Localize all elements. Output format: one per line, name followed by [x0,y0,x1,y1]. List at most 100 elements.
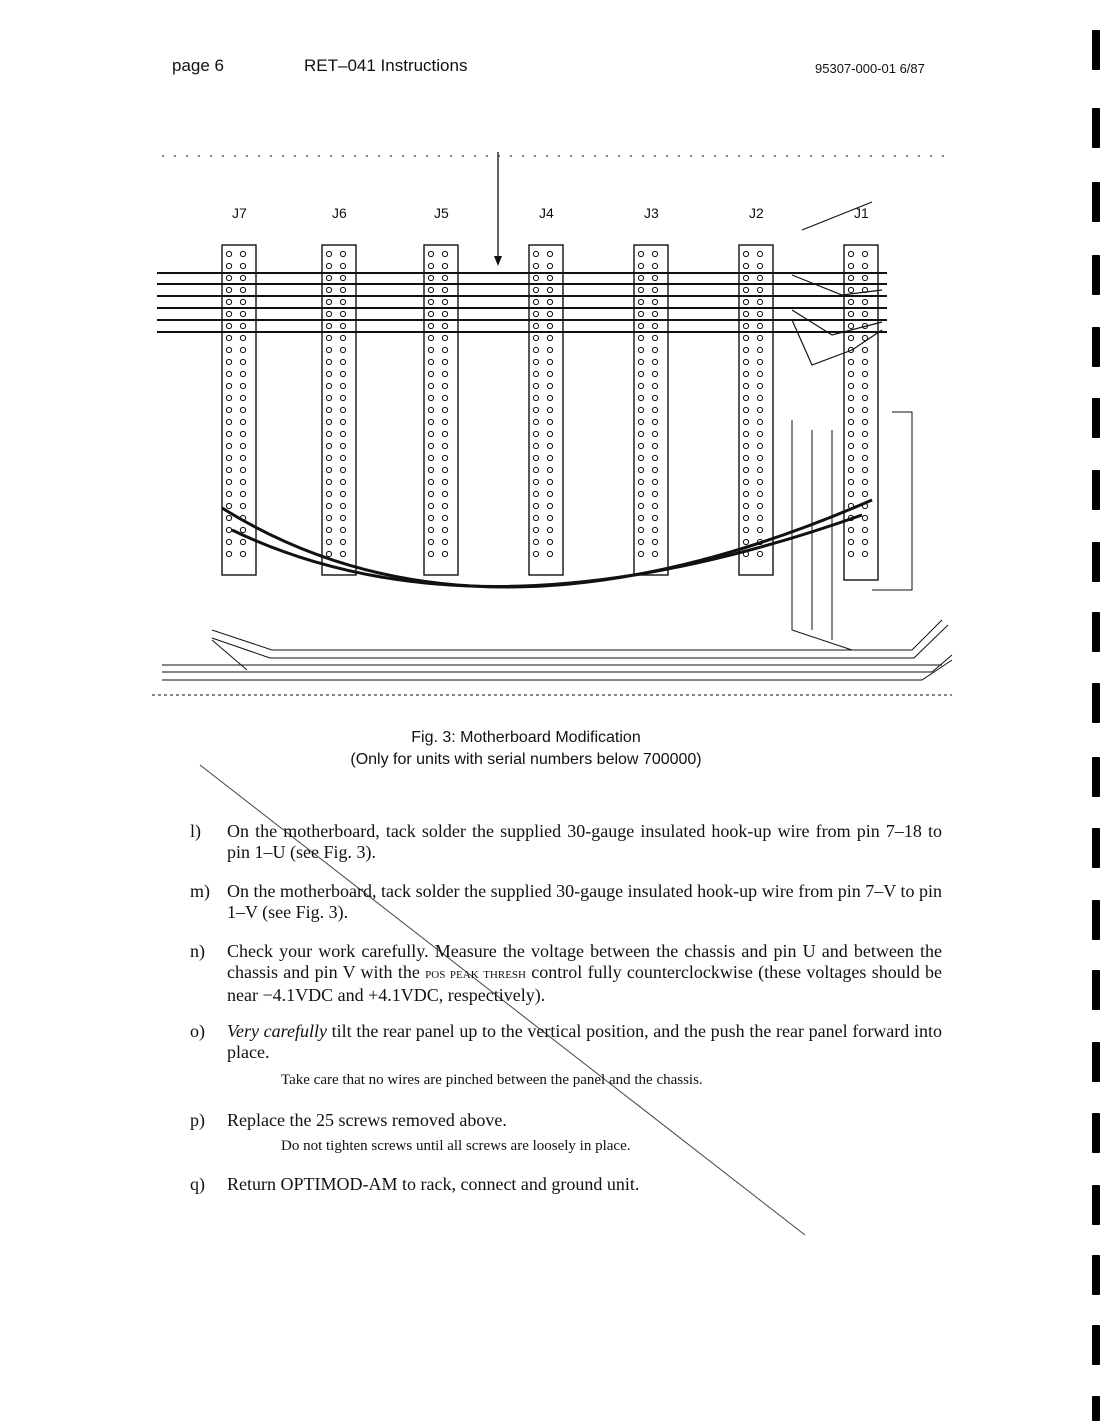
connector-pin [651,286,659,294]
connector-pin [325,526,333,534]
step-label: o) [190,1021,205,1041]
connector-block [528,244,564,576]
connector-pin [651,538,659,546]
connector-pin [847,358,855,366]
connector-pin [756,466,764,474]
connector-pin [742,298,750,306]
connector-pin [225,514,233,522]
connector-pin [651,358,659,366]
connector-pin [546,382,554,390]
connector-pin [742,442,750,450]
connector-pin [239,286,247,294]
page-number: page 6 [172,56,224,75]
connector-pin [427,382,435,390]
document-number: 95307-000-01 6/87 [815,61,925,76]
connector-pin [637,358,645,366]
connector-pin [441,346,449,354]
connector-pin [546,442,554,450]
connector-pin [651,466,659,474]
connector-pin [339,430,347,438]
connector-pin [861,418,869,426]
connector-pin [847,466,855,474]
step-label: m) [190,881,210,901]
connector-pin [637,430,645,438]
connector-pin [546,478,554,486]
connector-pin [546,322,554,330]
connector-pin [532,370,540,378]
connector-pin [427,514,435,522]
connector-pin [239,502,247,510]
connector-block [423,244,459,576]
margin-bar [1092,1185,1100,1225]
connector-block [221,244,257,576]
connector-pin [651,298,659,306]
connector-pin [339,394,347,402]
connector-pin [742,502,750,510]
connector-pin [847,382,855,390]
connector-pin [225,490,233,498]
connector-pin [225,322,233,330]
connector-pin [756,358,764,366]
connector-pin [339,298,347,306]
connector-pin [441,538,449,546]
connector-pin [427,478,435,486]
step-p-note: Do not tighten screws until all screws a… [281,1138,631,1154]
connector-pin [532,454,540,462]
connector-pin [546,310,554,318]
connector-pin [756,502,764,510]
margin-bar [1092,398,1100,438]
connector-pin [546,514,554,522]
connector-pin [339,322,347,330]
connector-pin [847,538,855,546]
connector-pin [861,442,869,450]
connector-pin [546,370,554,378]
connector-pin [325,490,333,498]
connector-pin [339,490,347,498]
connector-pin [756,346,764,354]
connector-label: J1 [854,205,869,221]
connector-pin [427,502,435,510]
connector-pin [651,370,659,378]
connector-pin [546,394,554,402]
connector-pin [651,490,659,498]
connector-pin [225,286,233,294]
connector-pin [861,538,869,546]
connector-pin [861,550,869,558]
connector-pin [742,406,750,414]
connector-pin [756,550,764,558]
connector-pin [651,346,659,354]
connector-pin [847,430,855,438]
connector-pin [239,358,247,366]
connector-pin [847,310,855,318]
connector-pin [847,274,855,282]
connector-pin [861,454,869,462]
connector-pin [441,430,449,438]
connector-pin [441,286,449,294]
connector-pin [427,418,435,426]
connector-pin [742,526,750,534]
connector-label: J6 [332,205,347,221]
connector-pin [339,478,347,486]
connector-pin [225,334,233,342]
connector-pin [325,346,333,354]
connector-pin [756,334,764,342]
connector-pin [861,262,869,270]
connector-block [738,244,774,576]
connector-pin [239,550,247,558]
margin-bar [1092,182,1100,222]
connector-pin [339,310,347,318]
connector-pin [325,418,333,426]
connector-pin [861,406,869,414]
margin-bar [1092,612,1100,652]
connector-pin [441,310,449,318]
margin-bar [1092,683,1100,723]
connector-pin [225,550,233,558]
connector-pin [847,418,855,426]
connector-pin [756,406,764,414]
connector-pin [637,406,645,414]
connector-pin [225,442,233,450]
connector-pin [532,358,540,366]
connector-pin [546,490,554,498]
connector-pin [325,370,333,378]
connector-pin [651,478,659,486]
